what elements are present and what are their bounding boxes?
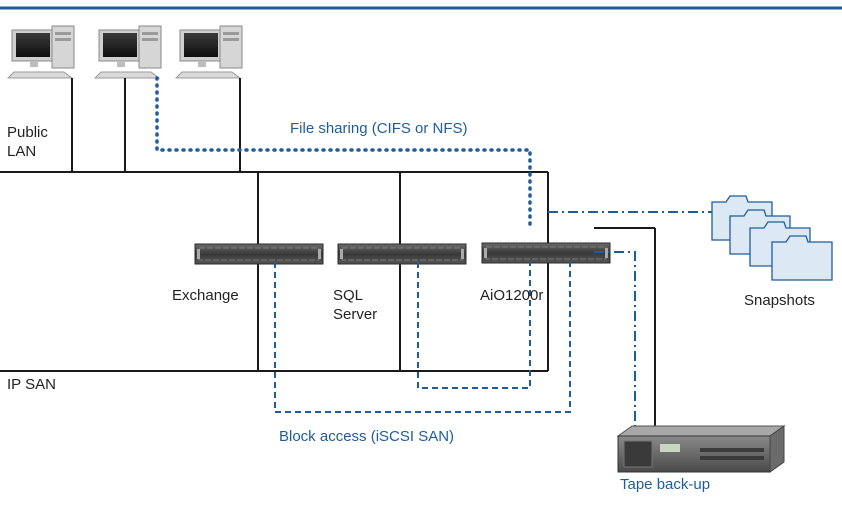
tape-backup-path (594, 251, 636, 430)
rack-server-icon (481, 242, 611, 264)
tape-library-icon (616, 425, 786, 473)
snapshots-label: Snapshots (744, 292, 815, 309)
public-lan-label-line1: Public (7, 124, 48, 141)
desktop-computer-icon (94, 25, 162, 79)
ip-san-label: IP SAN (7, 376, 56, 393)
file-sharing-label: File sharing (CIFS or NFS) (290, 120, 468, 137)
aio-label: AiO1200r (480, 287, 544, 304)
rack-server-icon (194, 243, 324, 265)
storage-link (594, 227, 656, 430)
block-access-path (274, 262, 571, 413)
ip-san-bus (0, 262, 549, 372)
sql-server-label-line1: SQL (333, 287, 364, 304)
file-sharing-path (155, 76, 532, 228)
rack-server-icon (337, 243, 467, 265)
tape-backup-label: Tape back-up (620, 476, 711, 493)
public-lan-label-line2: LAN (7, 143, 37, 160)
exchange-label: Exchange (172, 287, 239, 304)
sql-server-label-line2: Server (333, 306, 378, 323)
public-lan-bus (0, 78, 549, 247)
block-access-label: Block access (iSCSI SAN) (279, 428, 455, 445)
desktop-computer-icon (7, 25, 75, 79)
desktop-computer-icon (175, 25, 243, 79)
folder-stack-icon (711, 195, 833, 281)
